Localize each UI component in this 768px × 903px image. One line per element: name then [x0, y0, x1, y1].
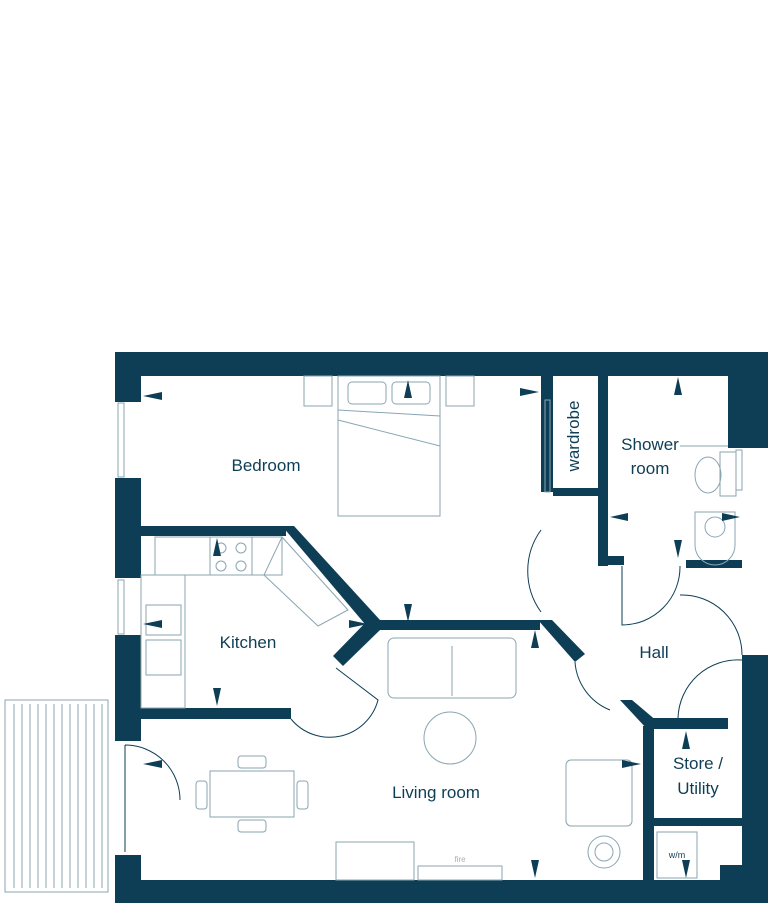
- store-label-line1: Store /: [673, 754, 723, 773]
- windows: [117, 399, 743, 635]
- balcony: [4, 699, 109, 893]
- store-label-line2: Utility: [677, 779, 719, 798]
- fire-label: fire: [454, 855, 466, 864]
- shower-room-label-line1: Shower: [621, 435, 679, 454]
- exterior-walls: [115, 352, 768, 903]
- bedroom-label: Bedroom: [232, 456, 301, 475]
- measurement-arrows: [143, 377, 740, 878]
- washing-machine-label: w/m: [668, 850, 686, 860]
- hall-label: Hall: [639, 643, 668, 662]
- washing-machine: [656, 831, 698, 879]
- kitchen-fixtures: [140, 536, 349, 709]
- wardrobe-label: wardrobe: [564, 401, 583, 473]
- balcony-decking: [13, 704, 103, 888]
- bedroom-furniture: [303, 375, 475, 517]
- living-room-furniture: [195, 637, 633, 881]
- living-room-label: Living room: [392, 783, 480, 802]
- shower-room-label-line2: room: [631, 459, 670, 478]
- shower-room-fixtures: [680, 445, 737, 566]
- door-swings: [124, 529, 743, 852]
- kitchen-label: Kitchen: [220, 633, 277, 652]
